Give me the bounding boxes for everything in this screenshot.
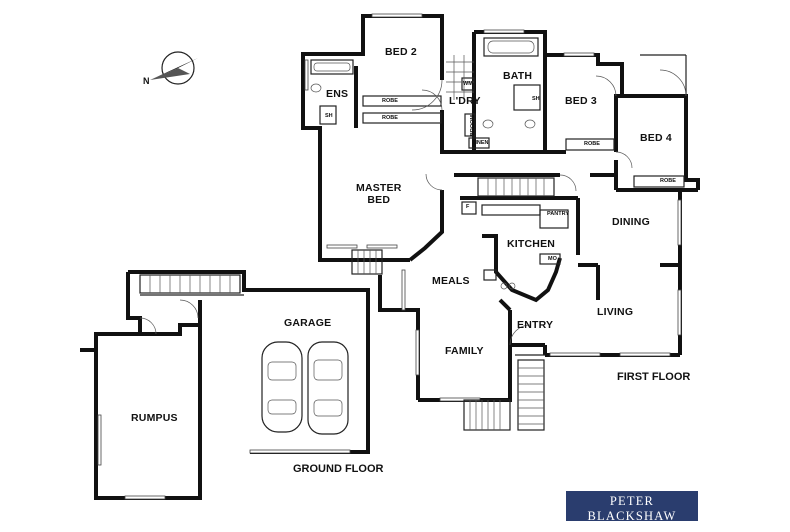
label-broom: BROOM <box>470 115 476 137</box>
first-floor-fixtures <box>310 37 687 431</box>
room-master-bed-line1: MASTER <box>356 182 402 194</box>
compass-icon: N <box>143 51 198 86</box>
label-sh-bath: SH <box>532 96 540 102</box>
room-ldry: L'DRY <box>449 95 481 107</box>
room-kitchen: KITCHEN <box>507 238 556 250</box>
room-bath: BATH <box>503 70 533 82</box>
label-linen: LINEN <box>472 140 489 146</box>
room-master-bed-line2: BED <box>367 194 391 206</box>
room-bed3: BED 3 <box>565 95 597 107</box>
first-floor-windows <box>304 13 682 402</box>
label-fridge: F <box>466 204 470 210</box>
room-living: LIVING <box>597 306 634 318</box>
label-robe-bed4: ROBE <box>660 178 676 184</box>
ground-floor-fixtures <box>97 274 351 500</box>
first-floor-walls <box>301 14 700 402</box>
logo-tagline: MARKETING QUALITY PROPERTY <box>570 525 694 531</box>
agency-logo: PETER BLACKSHAW MARKETING QUALITY PROPER… <box>566 491 698 531</box>
room-bed4: BED 4 <box>640 132 672 144</box>
room-ens: ENS <box>326 88 349 100</box>
room-family: FAMILY <box>445 345 484 357</box>
label-wm: WM <box>463 81 473 87</box>
label-sh-ens: SH <box>325 113 333 119</box>
room-master-bed: MASTER BED <box>356 182 402 206</box>
logo-name: PETER BLACKSHAW <box>587 494 677 523</box>
room-garage: GARAGE <box>284 317 332 329</box>
car-icon <box>261 341 303 433</box>
floor-label-first: FIRST FLOOR <box>617 371 691 383</box>
label-pantry: PANTRY <box>547 211 569 217</box>
room-meals: MEALS <box>432 275 470 287</box>
compass-letter: N <box>143 76 150 86</box>
floor-label-ground: GROUND FLOOR <box>293 463 384 475</box>
room-entry: ENTRY <box>517 319 554 331</box>
label-robe-master: ROBE <box>382 115 398 121</box>
room-bed2: BED 2 <box>385 46 417 58</box>
label-robe-bed3: ROBE <box>584 141 600 147</box>
room-dining: DINING <box>612 216 650 228</box>
car-icon <box>307 341 349 435</box>
room-rumpus: RUMPUS <box>131 412 178 424</box>
label-mo: MO <box>548 256 557 262</box>
label-robe-bed2: ROBE <box>382 98 398 104</box>
